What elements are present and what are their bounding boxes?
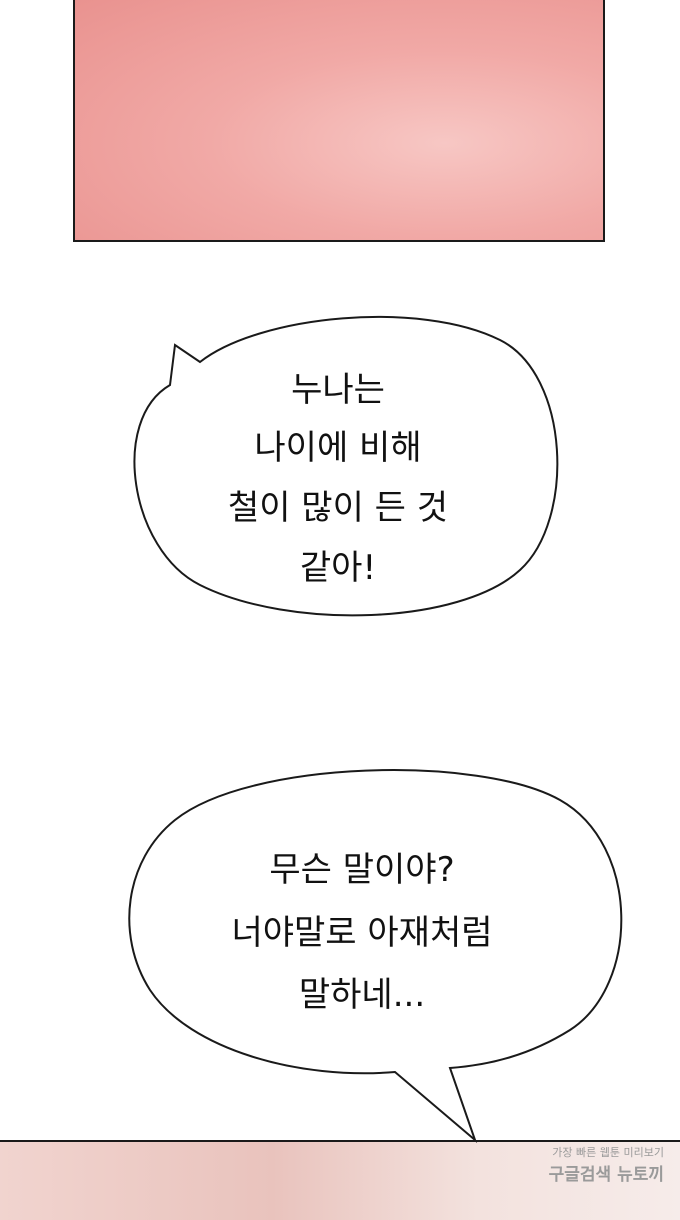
dialogue-line: 말하네... [298, 975, 426, 1015]
dialogue-line: 누나는 [291, 370, 385, 410]
dialogue-line: 나이에 비해 [254, 428, 422, 468]
speech-bubble-2 [128, 769, 623, 1144]
dialogue-line: 무슨 말이야? [269, 850, 455, 890]
watermark-line-1: 가장 빠른 웹툰 미리보기 [552, 1146, 664, 1159]
speech-bubble-1 [133, 316, 559, 617]
dialogue-line: 철이 많이 든 것 [227, 488, 449, 528]
comic-panel-bottom [0, 1140, 680, 1220]
watermark-line-2: 구글검색 뉴토끼 [548, 1165, 664, 1185]
dialogue-line: 너야말로 아재처럼 [231, 913, 493, 953]
dialogue-line: 같아! [299, 548, 377, 588]
comic-panel-top [73, 0, 605, 242]
